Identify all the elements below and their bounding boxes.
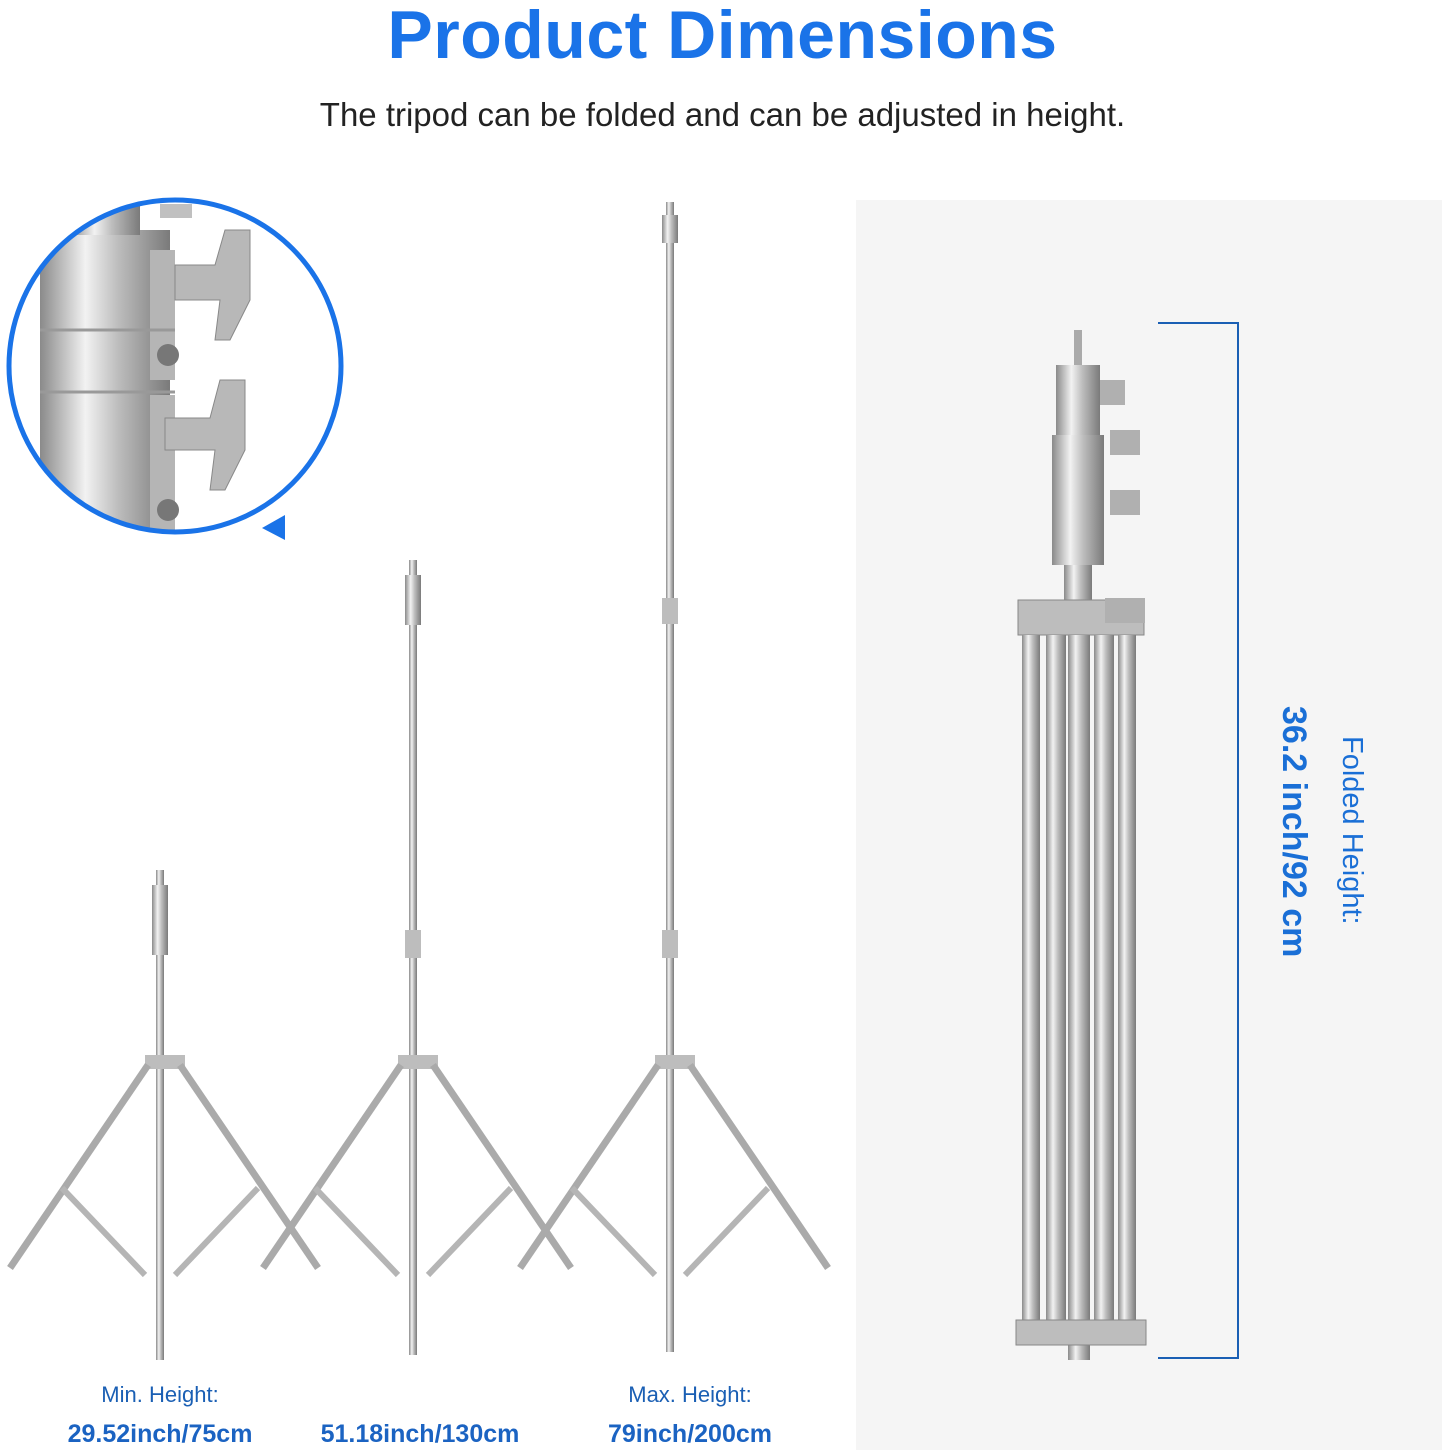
page-subtitle: The tripod can be folded and can be adju… bbox=[319, 96, 1126, 133]
folded-panel bbox=[856, 200, 1442, 1450]
mid-height-label: 51.18inch/130cm bbox=[290, 1382, 550, 1449]
max-height-caption: Max. Height: bbox=[628, 1382, 752, 1407]
mid-height-value: 51.18inch/130cm bbox=[320, 1420, 520, 1448]
dimension-bracket bbox=[1158, 322, 1239, 1359]
min-height-caption: Min. Height: bbox=[101, 1382, 219, 1407]
tripod-mid-height bbox=[260, 560, 574, 1355]
min-height-label: Min. Height: 29.52inch/75cm bbox=[30, 1382, 290, 1449]
max-height-value: 79inch/200cm bbox=[608, 1420, 772, 1448]
max-height-label: Max. Height: 79inch/200cm bbox=[560, 1382, 820, 1449]
tripod-max-height bbox=[517, 202, 831, 1352]
zoom-detail-circle-icon bbox=[6, 197, 344, 540]
folded-height-value: 36.2 inch/92 cm bbox=[1275, 706, 1313, 958]
page-title: Product Dimensions bbox=[387, 0, 1058, 73]
min-height-value: 29.52inch/75cm bbox=[67, 1420, 253, 1448]
tripod-min-height bbox=[7, 870, 321, 1360]
tripod-folded bbox=[1015, 330, 1147, 1360]
folded-height-caption: Folded Height: bbox=[1336, 736, 1368, 925]
mid-height-caption bbox=[290, 1382, 550, 1410]
